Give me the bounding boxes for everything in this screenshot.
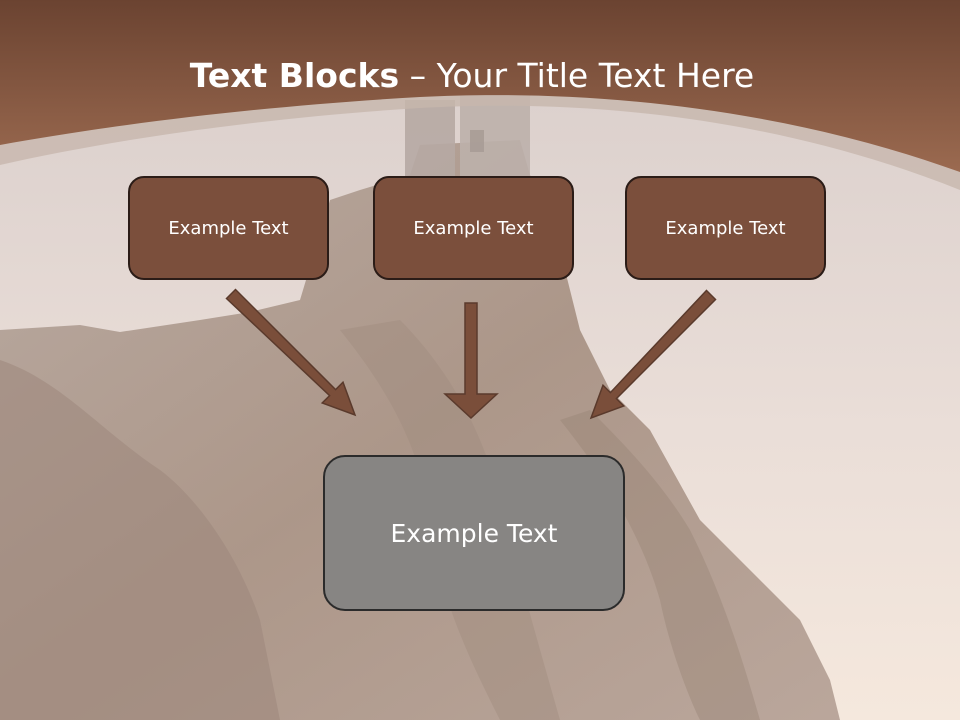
title-rest-text: Your Title Text Here	[436, 56, 755, 95]
text-block-top-right-label: Example Text	[665, 217, 786, 239]
text-block-top-center-label: Example Text	[413, 217, 534, 239]
arrow-center-down[interactable]	[443, 302, 499, 420]
text-block-top-left-label: Example Text	[168, 217, 289, 239]
arrow-left-diagonal[interactable]	[225, 288, 357, 417]
slide-title: Text Blocks – Your Title Text Here	[0, 54, 944, 98]
text-block-result-label: Example Text	[390, 518, 558, 548]
text-block-top-right[interactable]: Example Text	[625, 176, 826, 280]
text-block-top-left[interactable]: Example Text	[128, 176, 329, 280]
text-block-top-center[interactable]: Example Text	[373, 176, 574, 280]
arrow-right-diagonal[interactable]	[589, 289, 717, 420]
text-block-result[interactable]: Example Text	[323, 455, 625, 611]
header-banner	[0, 0, 960, 190]
title-bold-text: Text Blocks	[189, 56, 400, 95]
title-separator: –	[399, 56, 437, 95]
